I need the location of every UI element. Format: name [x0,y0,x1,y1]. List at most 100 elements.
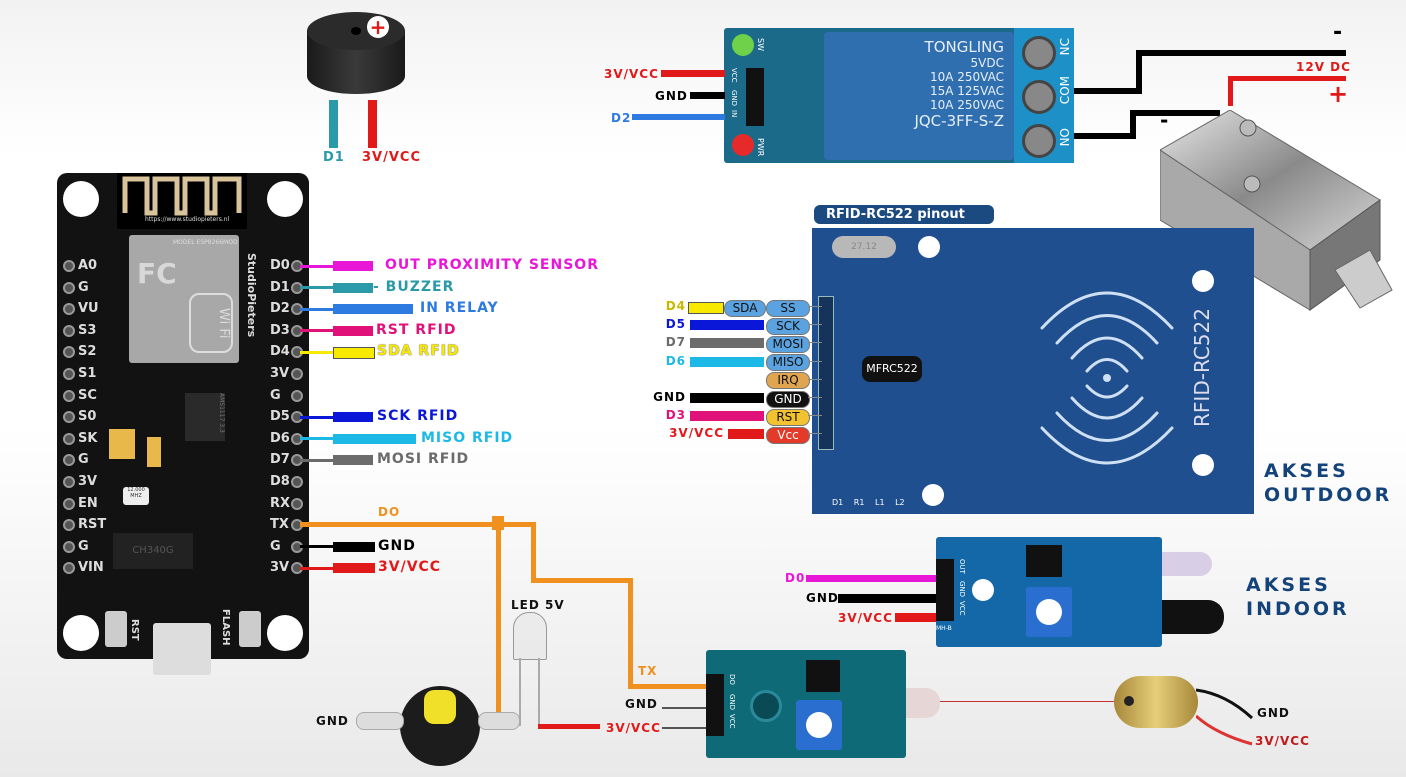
pin-hole [63,260,75,272]
ir-led-emitter [1162,552,1212,576]
solenoid-wire-plus-down [1228,76,1233,106]
tx-wire-horiz2 [531,578,633,583]
rfid-wire [690,320,764,331]
buzzer: + [307,12,405,94]
right-pin-label: D0 [270,258,290,273]
mount-hole [922,484,944,506]
mount-hole [63,181,99,217]
relay-led-label-sw: SW [756,38,765,51]
mount-hole [918,236,940,258]
rfid-crystal: 27.12 [832,236,896,258]
pin-function-label: GND [378,537,416,554]
pin-hole [291,368,303,380]
buzzer-plus-icon: + [367,16,389,38]
buzzer-hole [351,27,361,35]
pin-function-label: MISO RFID [421,429,514,446]
rfid-pin-alias: SDA [724,299,766,317]
pin-hole [63,303,75,316]
relay-wire-in [632,114,725,120]
rfid-pin-gnd: GND [766,390,810,408]
tx-wire-horiz3 [628,684,708,689]
flash-label: FLASH [220,609,231,646]
rfid-board: 27.12 MFRC522 RFID-RC522 D1 R1 L1 L2 [812,228,1254,514]
rfid-wire [690,411,764,422]
rfid-pin-trace [808,415,822,417]
solenoid-wire-no-h [1130,110,1220,116]
pin-function-label: RST RFID [376,321,457,338]
relay-model: JQC-3FF-S-Z [914,112,1004,130]
ir-led-receiver [1162,600,1224,634]
right-pin-label: D2 [270,301,290,317]
rfid-pin-rst: RST [766,408,810,426]
relay-pin-gnd: GND [730,90,738,107]
ir-pin-out: OUT [958,559,966,574]
pin-hole [291,389,303,402]
buzzer-label-vcc: 3V/VCC [362,150,421,165]
laser-module [1114,676,1198,728]
pin-hole [291,476,303,488]
ir-wire-d0 [806,575,936,582]
rfid-pin-header [818,296,834,450]
usb-port[interactable] [153,623,211,675]
relay-terminal-block: NC COM NO [1014,28,1074,163]
pin-wire [300,437,334,441]
pin-hole [63,389,75,402]
lock-minus: - [1160,108,1170,132]
pin-wire [300,458,334,462]
buzzer-label-d1: D1 [323,150,345,165]
mount-hole [1192,270,1214,292]
ir-potentiometer[interactable] [1026,587,1072,637]
rfid-wire [688,302,724,314]
rfid-pin-trace [808,433,822,435]
flash-button[interactable] [239,611,261,647]
right-pin-label: D6 [270,430,290,446]
right-pin-label: D7 [270,452,290,468]
rfid-pin-irq: IRQ [766,372,810,390]
pin-wire [300,415,334,419]
rfid-wire [690,393,764,403]
rfid-antenna-waves-icon [1040,291,1174,465]
rst-label: RST [129,619,140,641]
tx-wire-down2 [628,578,633,688]
push-button[interactable] [400,686,480,766]
tx-wire-label-tx: TX [638,664,658,678]
rfid-pin-mosi: MOSI [766,335,810,353]
ir-chip [1026,545,1062,577]
rfid-wire-label: D3 [665,408,686,423]
brand-text: StudioPieters [245,253,258,338]
pin-function-label: - BUZZER [373,278,455,295]
relay-pin-in: IN [730,110,738,118]
led-5v [513,612,547,660]
left-pin-label: SK [78,430,98,446]
solenoid-wire-plus [1228,76,1346,81]
pin-function-label: 3V/VCC [378,559,442,576]
left-pin-label: G [78,538,89,554]
pin-wire [300,566,334,570]
relay-label-in: D2 [611,111,632,125]
screw-icon[interactable] [1022,80,1056,114]
screw-icon[interactable] [1022,36,1056,70]
ldr-potentiometer[interactable] [796,700,842,750]
pin-hole [63,281,75,294]
left-pin-label: 3V [78,474,98,489]
rfid-wire-label: D7 [665,335,686,350]
ir-board-code: MH-B [936,625,952,632]
pin-hole [63,476,75,488]
rfid-pin-sck: SCK [766,317,810,335]
right-pin-label: D4 [270,344,290,360]
led-label: LED 5V [511,598,565,612]
screw-icon[interactable] [1022,124,1056,158]
rfid-chip: MFRC522 [862,356,922,382]
rfid-board-text: RFID-RC522 [1190,308,1214,427]
left-pin-label: SC [78,387,97,403]
terminal-label-nc: NC [1058,38,1072,56]
ldr-label-gnd: GND [625,697,658,711]
laser-aperture [1124,696,1134,706]
push-button-cap[interactable] [424,690,456,724]
akses-outdoor-line1: AKSES [1264,460,1349,482]
rst-button[interactable] [105,611,127,647]
button-lug-left [356,712,404,730]
ir-wire-vcc [895,613,936,622]
url-text: https://www.studiopieters.nl [145,216,230,223]
relay-wire-vcc [661,70,725,77]
